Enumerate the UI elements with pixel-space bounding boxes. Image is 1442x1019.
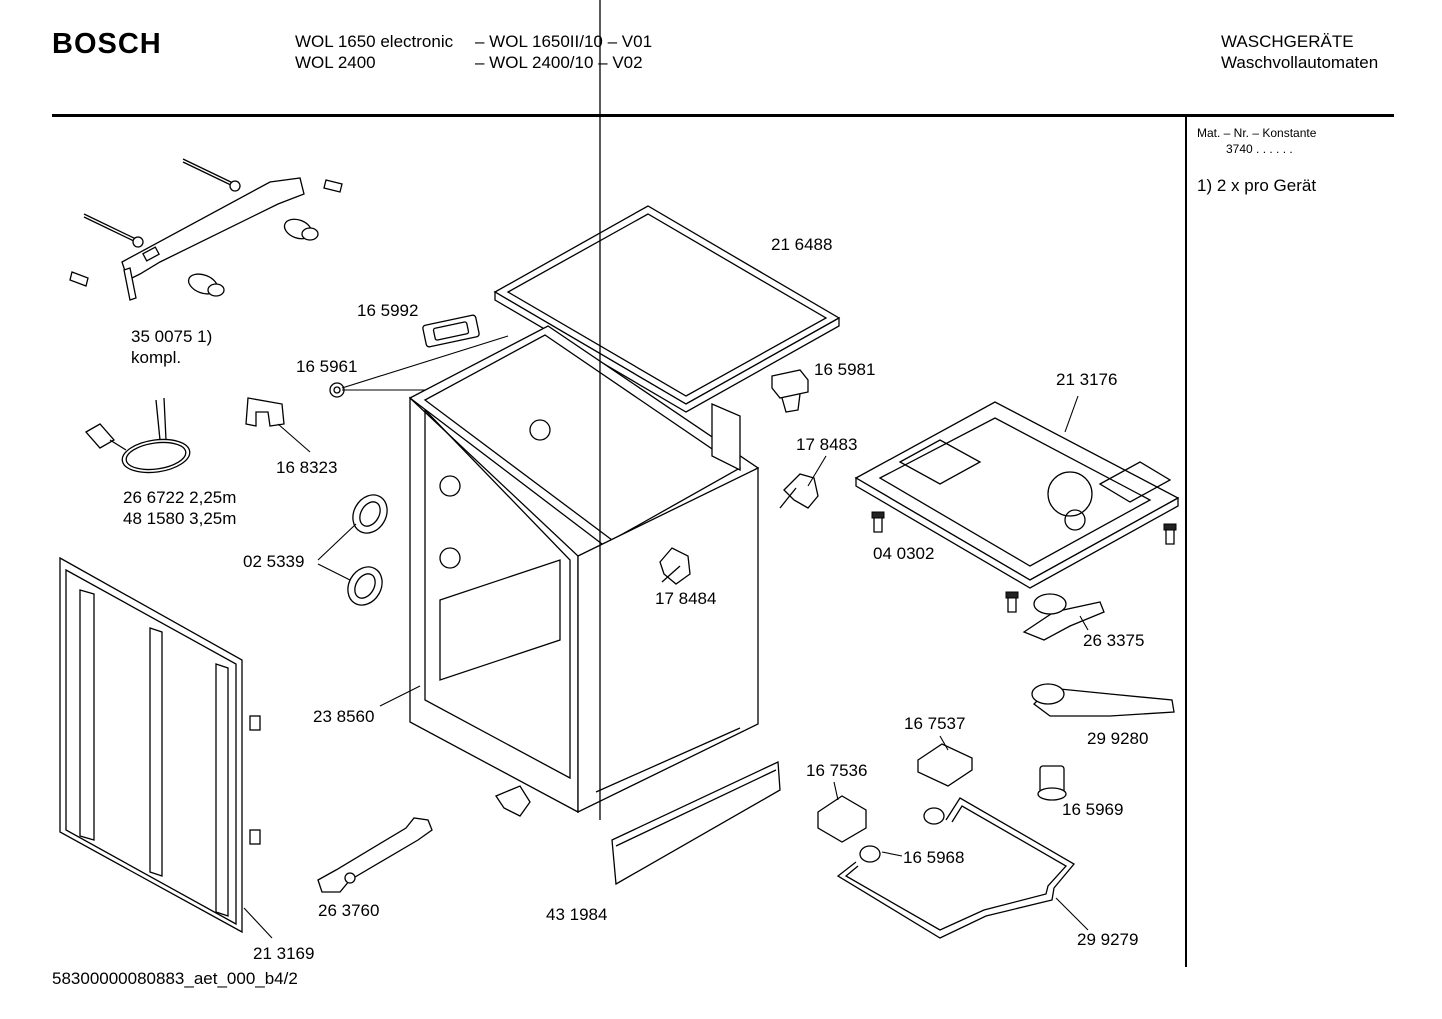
category-title: WASCHGERÄTE: [1221, 32, 1354, 51]
part-label-165969: 16 5969: [1062, 800, 1124, 819]
part-label-025339: 02 5339: [243, 552, 305, 571]
part-label-178483: 17 8483: [796, 435, 858, 454]
part-label-213169: 21 3169: [253, 944, 315, 963]
part-label-238560: 23 8560: [313, 707, 375, 726]
part-label-165961: 16 5961: [296, 357, 358, 376]
pump-bracket: [1022, 593, 1105, 641]
clip: [245, 397, 311, 453]
part-label-266722: 26 6722 2,25m: [123, 488, 237, 507]
label-plate: [422, 314, 480, 348]
small-cap: [329, 382, 345, 398]
part-label-165968: 16 5968: [903, 848, 965, 867]
small-bracket: [495, 785, 531, 817]
part-label-213176: 21 3176: [1056, 370, 1118, 389]
model-line-2-left: WOL 2400: [295, 53, 376, 72]
part-label-178484: 17 8484: [655, 589, 717, 608]
part-label-040302: 04 0302: [873, 544, 935, 563]
part-label-165992: 16 5992: [357, 301, 419, 320]
hinge-lower: [659, 547, 691, 585]
pressure-sensor: [1037, 765, 1067, 801]
sidebar-divider: [1185, 117, 1187, 967]
part-label-263375: 26 3375: [1083, 631, 1145, 650]
model-line-1-right: – WOL 1650II/10 – V01: [475, 32, 653, 51]
part-label-299280: 29 9280: [1087, 729, 1149, 748]
grommets: [317, 494, 388, 606]
screws: [871, 511, 1177, 613]
pump-housing: [1031, 683, 1175, 717]
part-label-350075-note: kompl.: [131, 348, 182, 367]
part-label-263760: 26 3760: [318, 901, 380, 920]
connector-block-upper: [917, 735, 973, 787]
worktop: [493, 205, 841, 413]
part-label-431984: 43 1984: [546, 905, 608, 924]
footnote: 1) 2 x pro Gerät: [1197, 176, 1317, 195]
model-line-2-right: – WOL 2400/10 – V02: [475, 53, 643, 72]
caps: [859, 807, 945, 863]
connector-block-lower: [817, 781, 867, 843]
part-label-299279: 29 9279: [1077, 930, 1139, 949]
mounting-bracket-kit: [69, 158, 343, 301]
document-id: 58300000080883_aet_000_b4/2: [52, 969, 298, 988]
hinge-upper: [779, 455, 827, 509]
part-label-167537: 16 7537: [904, 714, 966, 733]
brand-logo: BOSCH: [52, 28, 162, 60]
cabinet-frame: [408, 0, 760, 820]
category-subtitle: Waschvollautomaten: [1221, 53, 1379, 72]
part-label-481580: 48 1580 3,25m: [123, 509, 237, 528]
base-frame: [854, 395, 1180, 589]
model-line-1-left: WOL 1650 electronic: [295, 32, 454, 51]
power-cord: [84, 397, 191, 474]
mat-nr-value: 3740 . . . . . .: [1226, 142, 1293, 156]
part-label-165981: 16 5981: [814, 360, 876, 379]
part-label-216488: 21 6488: [771, 235, 833, 254]
wrench: [317, 817, 433, 893]
part-label-350075: 35 0075 1): [131, 327, 213, 346]
part-label-167536: 16 7536: [806, 761, 868, 780]
kick-plate: [611, 761, 781, 886]
header-divider: [52, 114, 1394, 117]
foot: [771, 369, 809, 413]
heating-element: [836, 797, 1089, 939]
mat-nr-label: Mat. – Nr. – Konstante: [1197, 126, 1317, 140]
part-label-168323: 16 8323: [276, 458, 338, 477]
side-panel: [59, 556, 273, 939]
